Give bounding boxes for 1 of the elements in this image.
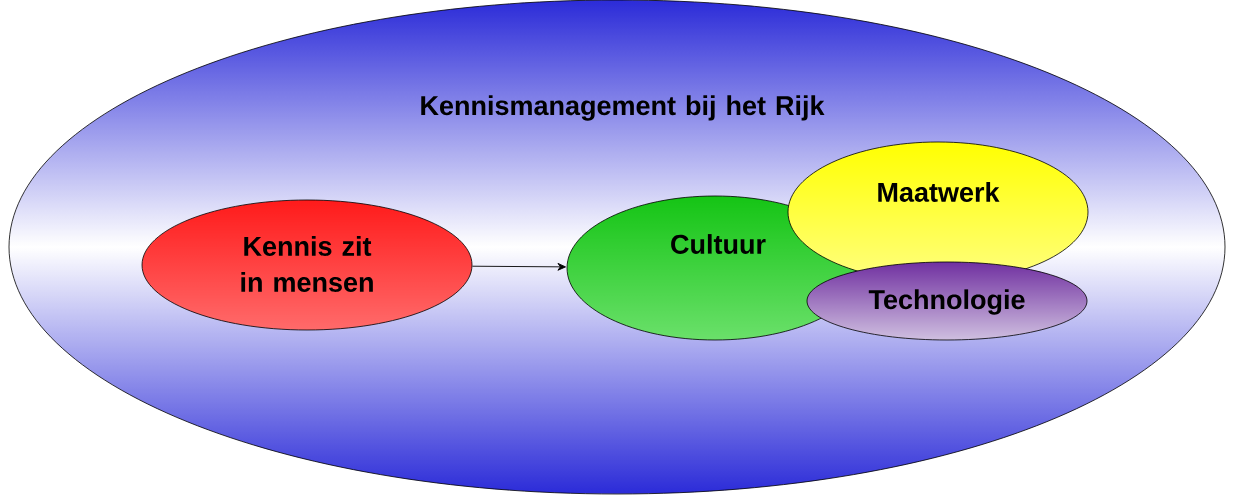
- arrow: [471, 262, 566, 271]
